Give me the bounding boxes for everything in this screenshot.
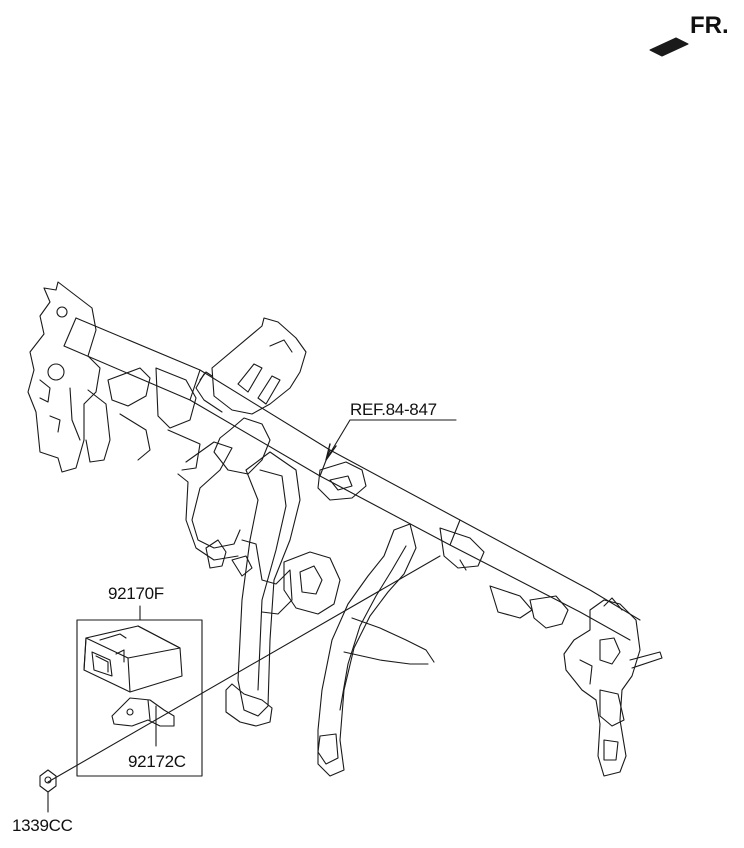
reference-label[interactable]: REF.84-847	[350, 400, 437, 419]
front-direction-arrow-icon	[649, 37, 689, 57]
part-number-bracket[interactable]: 92172C	[128, 752, 186, 771]
control-module	[83, 625, 183, 693]
part-number-nut[interactable]: 1339CC	[12, 816, 73, 835]
mounting-leader-line	[47, 555, 441, 783]
module-kit-frame	[76, 605, 203, 777]
nut	[39, 769, 57, 813]
front-direction-label: FR.	[690, 12, 729, 39]
reference-leader	[325, 419, 457, 461]
module-bracket	[111, 697, 175, 727]
part-number-module[interactable]: 92170F	[108, 584, 164, 603]
cowl-cross-member	[27, 281, 663, 777]
